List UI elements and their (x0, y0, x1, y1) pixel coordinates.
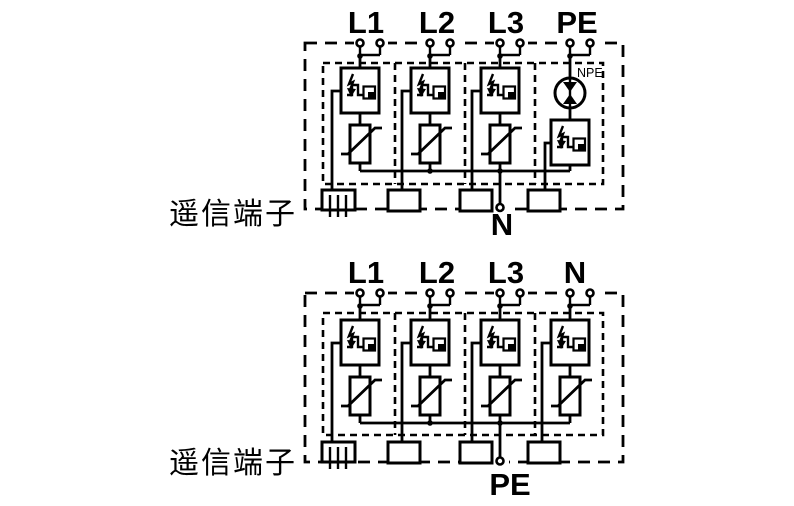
mov-module-l1 (332, 68, 382, 191)
neutral-terminal-circle (495, 202, 505, 213)
terminal-block-3 (458, 440, 494, 465)
terminal-pair-l1 (352, 36, 390, 61)
mov-module-l3 (472, 68, 522, 191)
earth-terminal-label: PE (489, 467, 530, 502)
terminal-pair-l3 (492, 36, 530, 61)
remote-signal-label: 遥信端子 (169, 198, 297, 231)
terminal-block-4 (526, 188, 562, 213)
terminal-pair-l2 (422, 36, 460, 61)
phase-label-l1: L1 (348, 255, 384, 290)
mov-module-l3 (472, 320, 522, 443)
remote-signal-label: 遥信端子 (169, 447, 297, 480)
mov-module-n (542, 320, 592, 443)
mov-module-l2 (402, 68, 452, 191)
terminal-pair-pe (562, 36, 600, 61)
top-spd-diagram: L1 L2 L3 PE NPE N 遥信端子 (169, 5, 625, 242)
terminal-pair-l3 (492, 286, 530, 311)
mov-module-l1 (332, 320, 382, 443)
terminal-block-3 (458, 188, 494, 213)
npe-label: NPE (577, 66, 603, 80)
phase-label-l3: L3 (488, 255, 524, 290)
remote-signal-terminal-block (320, 440, 357, 471)
module-group-dashed-box (321, 311, 605, 437)
phase-label-l1: L1 (348, 5, 384, 40)
phase-label-l3: L3 (488, 5, 524, 40)
terminal-pair-l1 (352, 286, 390, 311)
npe-gdt-icon (553, 76, 587, 110)
terminal-block-2 (386, 188, 422, 213)
terminal-pair-l2 (422, 286, 460, 311)
npe-signal-wire (543, 141, 551, 190)
phase-label-n: N (564, 255, 586, 290)
module-group-dashed-box (321, 61, 605, 186)
remote-signal-terminal-block (320, 188, 357, 219)
mov-module-l2 (402, 320, 452, 443)
terminal-pair-n (562, 286, 600, 311)
phase-label-l2: L2 (419, 5, 455, 40)
bottom-spd-diagram: L1 L2 L3 N PE 遥信端子 (169, 255, 625, 502)
earth-terminal-circle (495, 456, 505, 466)
phase-label-l2: L2 (419, 255, 455, 290)
npe-disconnector-icon (549, 118, 591, 167)
neutral-terminal-label: N (491, 207, 513, 242)
terminal-block-2 (386, 440, 422, 465)
phase-label-pe: PE (556, 5, 597, 40)
terminal-block-4 (526, 440, 562, 465)
